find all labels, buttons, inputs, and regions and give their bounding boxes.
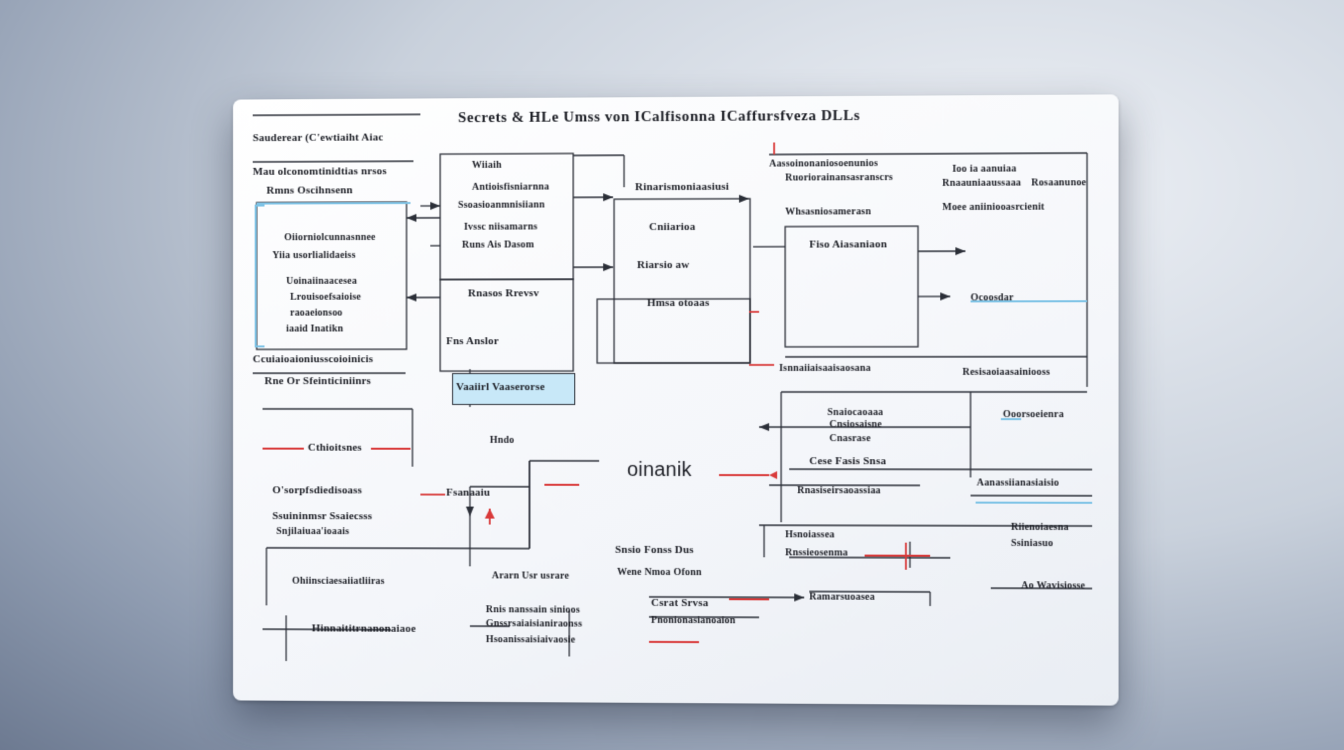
label: Sauderear (C'ewtiaiht Aiac xyxy=(253,132,384,145)
label: Ioo ia aanuiaa xyxy=(952,163,1016,174)
label: iaaid Inatikn xyxy=(286,323,343,334)
label: Snaiocaoaaa xyxy=(827,407,883,418)
arrowhead xyxy=(466,507,474,517)
label: Runs Ais Dasom xyxy=(462,239,534,250)
label: Whsasniosamerasn xyxy=(785,206,871,217)
red-arrowhead xyxy=(485,509,495,519)
label: Fsanaaiu xyxy=(446,487,490,499)
label: Hsoanissaisiaivaosie xyxy=(486,634,576,645)
label: Ooorsoeienra xyxy=(1003,409,1064,420)
label: Cniiarioa xyxy=(649,221,695,233)
label: Hinnaititrnanonaiaoe xyxy=(312,622,416,634)
label: Snsio Fonss Dus xyxy=(615,544,694,556)
label: Rosaanunoe xyxy=(1031,177,1086,188)
label: Rnaauniaaussaaa xyxy=(942,178,1021,189)
label: Rnasos Rrevsv xyxy=(468,287,539,299)
label: Cnsiosaisne xyxy=(829,419,882,430)
arrowhead xyxy=(407,214,417,222)
label: Rne Or Sfeinticiniinrs xyxy=(264,375,371,387)
red-arrowhead xyxy=(769,471,777,479)
label: Vaaiirl Vaaserorse xyxy=(456,381,545,393)
label: Ssoasioanmnisiiann xyxy=(458,199,545,210)
arrowhead xyxy=(739,195,749,203)
label: Wiiaih xyxy=(472,160,502,171)
wire xyxy=(266,548,529,549)
label: Csrat Srvsa xyxy=(651,597,708,609)
label: Pnonionasianoaion xyxy=(651,615,736,626)
arrowhead xyxy=(955,247,965,255)
label: Oiiorniolcunnasnnee xyxy=(284,232,375,243)
label: Cese Fasis Snsa xyxy=(809,455,886,467)
center-annotation: oinanik xyxy=(627,459,692,482)
label: Rnis nanssain sinioos xyxy=(486,604,580,615)
label: Ssuininmsr Ssaiecsss xyxy=(272,510,372,522)
diagram-title: Secrets & HLe Umss von ICalfisonna ICaff… xyxy=(458,108,860,127)
label: Fiso Aiasaniaon xyxy=(809,238,887,250)
label: Hndo xyxy=(490,435,515,446)
label: Rinarismoniaasiusi xyxy=(635,181,729,193)
arrowhead xyxy=(603,263,613,271)
wire xyxy=(769,153,1087,155)
label: O'sorpfsdiedisoass xyxy=(272,484,362,496)
label: Uoinaiinaacesea xyxy=(286,276,357,287)
label: Ccuiaioaioniusscoioinicis xyxy=(253,353,374,365)
left-highlight-box xyxy=(255,205,265,348)
label: Riienoiaesna xyxy=(1011,522,1069,533)
label: Cnasrase xyxy=(829,433,870,444)
whiteboard-diagram: Secrets & HLe Umss von ICalfisonna ICaff… xyxy=(233,94,1119,705)
label: Riarsio aw xyxy=(637,259,689,271)
center-box-top xyxy=(440,153,573,279)
arrowhead xyxy=(430,202,440,210)
label: Ruoriorainansasranscrs xyxy=(785,172,893,183)
label: Rnssieosenma xyxy=(785,547,848,558)
label: Aassoinonaniosoenunios xyxy=(769,158,878,170)
arrowhead xyxy=(603,193,613,201)
label: Ivssc niisamarns xyxy=(464,221,538,232)
label: Mau olconomtinidtias nrsos xyxy=(253,165,387,178)
label: Rnasiseirsaoassiaa xyxy=(797,485,881,496)
label: Cthioitsnes xyxy=(308,442,362,454)
label: Isnnaiiaisaaisaosana xyxy=(779,363,871,374)
label: Ao Wavisiosse xyxy=(1021,580,1085,591)
label: Snjilaiuaa'ioaais xyxy=(276,526,349,537)
label: Aanassiianasiaisio xyxy=(977,477,1059,488)
label: Fns Anslor xyxy=(446,335,499,347)
label: raoaeionsoo xyxy=(290,308,343,319)
label: Gnssrsaiaisianiraonss xyxy=(486,618,582,629)
label: Rmns Oscihnsenn xyxy=(266,184,352,196)
label: Hmsa otoaas xyxy=(647,297,709,309)
arrowhead xyxy=(794,593,804,601)
label: Ohiinsciaesaiiatliiras xyxy=(292,576,385,587)
wire xyxy=(253,161,414,162)
label: Wene Nmoa Ofonn xyxy=(617,567,702,578)
arrowhead xyxy=(940,292,950,300)
label: Moee aniiniooasrcienit xyxy=(942,202,1044,213)
label: Ssiniasuo xyxy=(1011,538,1053,549)
label: Ramarsuoasea xyxy=(809,592,875,603)
label: Ararn Usr usrare xyxy=(492,570,569,581)
arrowhead xyxy=(407,294,417,302)
label: Yiia usorlialidaeiss xyxy=(272,250,355,261)
wire xyxy=(253,114,421,115)
arrowhead xyxy=(759,423,769,431)
label: Hsnoiassea xyxy=(785,529,834,540)
label: Resisaoiaasainiooss xyxy=(962,367,1050,378)
label: Ocoosdar xyxy=(971,292,1014,303)
label: Antioisfisniarnna xyxy=(472,182,549,193)
label: Lrouisoefsaioise xyxy=(290,292,361,303)
